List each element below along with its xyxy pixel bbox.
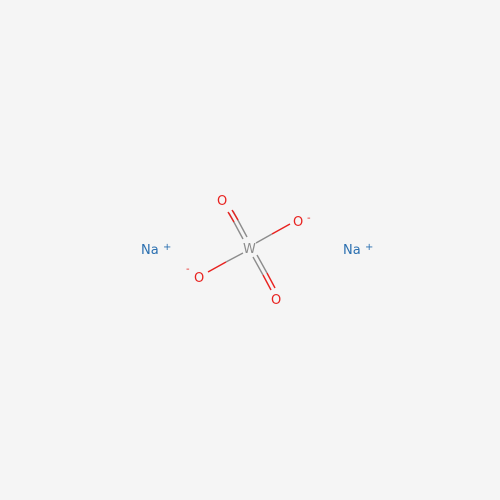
bond-w-o-bottom-line-a-o — [262, 274, 272, 291]
atom-o-left-symbol: O — [194, 271, 204, 286]
atom-o-right-charge: - — [307, 213, 311, 224]
bond-w-o-top — [227, 209, 248, 240]
bond-w-o-right-line-w — [255, 233, 273, 244]
atom-na-right-symbol: Na — [343, 243, 361, 258]
bond-w-o-bottom-line-b-o — [266, 272, 276, 289]
atoms-group: Na + Na + W O O - - O — [141, 194, 373, 308]
atom-o-left-charge: - — [186, 264, 190, 275]
bond-w-o-left — [207, 252, 244, 273]
atom-o-left: - O — [186, 264, 204, 286]
bonds-group — [207, 209, 291, 291]
atom-w-symbol: W — [243, 242, 256, 257]
atom-na-right: Na + — [343, 242, 373, 258]
bond-w-o-left-line-w — [225, 252, 244, 263]
bond-w-o-bottom-line-b-w — [256, 254, 268, 274]
bond-w-o-top-line-a-o — [227, 211, 235, 223]
atom-o-right: O - — [293, 213, 311, 230]
atom-o-bottom: O — [271, 293, 281, 308]
atom-na-left: Na + — [141, 242, 171, 258]
bond-w-o-left-line-o — [207, 261, 227, 273]
bond-w-o-right — [255, 223, 291, 244]
atom-na-left-charge: + — [163, 242, 171, 253]
atom-o-right-symbol: O — [293, 215, 303, 230]
atom-na-right-charge: + — [365, 242, 373, 253]
atom-w: W — [243, 242, 256, 257]
bond-w-o-bottom — [252, 254, 276, 291]
atom-o-top-symbol: O — [217, 194, 227, 209]
atom-o-bottom-symbol: O — [271, 293, 281, 308]
bond-w-o-right-line-o — [271, 223, 291, 235]
atom-o-top: O — [217, 194, 227, 209]
bond-w-o-bottom-line-a-w — [252, 256, 264, 276]
bond-w-o-top-line-b-o — [231, 209, 239, 221]
atom-na-left-symbol: Na — [141, 243, 159, 258]
